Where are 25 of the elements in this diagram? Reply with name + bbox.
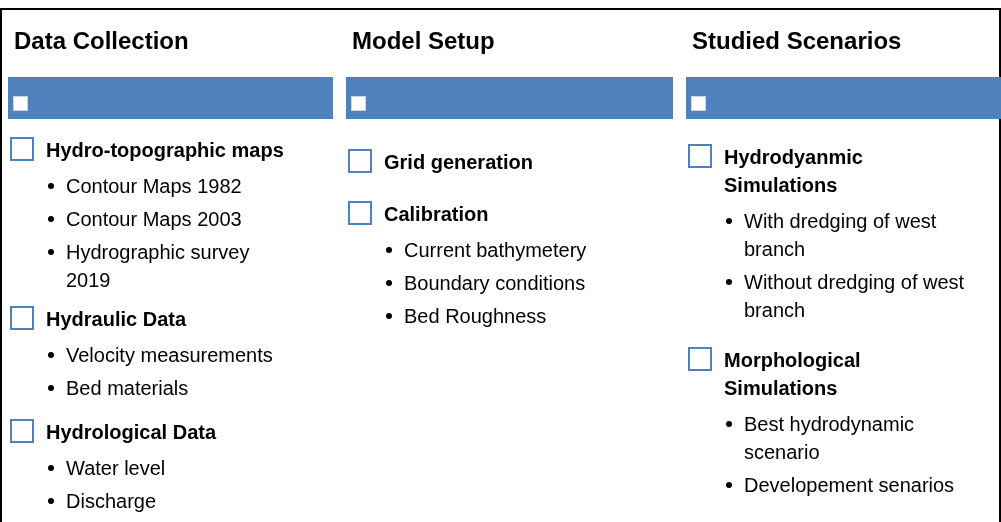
bullet-text: Velocity measurements: [66, 343, 273, 368]
item-title: Morphological Simulations: [724, 348, 862, 401]
bullet-text: Current bathymetery: [404, 238, 587, 263]
column-heading: Model Setup: [352, 27, 495, 55]
bullet-text: Boundary conditions: [404, 271, 587, 296]
bullet-text: Bed materials: [66, 376, 190, 401]
bullet-text: Best hydrodynamic scenario: [744, 412, 916, 465]
bullet-text: With dredging of west branch: [744, 209, 938, 262]
bullet-text: Water level: [66, 456, 167, 481]
checklist-item: [348, 148, 533, 176]
bullet-text: Contour Maps 1982: [66, 174, 243, 199]
column-heading: Studied Scenarios: [692, 27, 902, 55]
bullet-text: Developement senarios: [744, 473, 956, 498]
item-title: Hydro-topographic maps: [46, 138, 285, 163]
item-title: Hydraulic Data: [46, 307, 188, 332]
bullet-text: Discharge: [66, 489, 158, 514]
item-title: Hydrological Data: [46, 420, 217, 445]
bullet-text: Hydrographic survey 2019: [66, 240, 251, 293]
column-heading: Data Collection: [14, 27, 189, 55]
bullet-text: Bed Roughness: [404, 304, 548, 329]
bullet-text: Contour Maps 2003: [66, 207, 243, 232]
item-title: Grid generation: [384, 150, 533, 175]
item-title: Calibration: [384, 202, 490, 227]
bullet-text: Without dredging of west branch: [744, 270, 966, 323]
item-title: Hydrodyanmic Simulations: [724, 145, 864, 198]
